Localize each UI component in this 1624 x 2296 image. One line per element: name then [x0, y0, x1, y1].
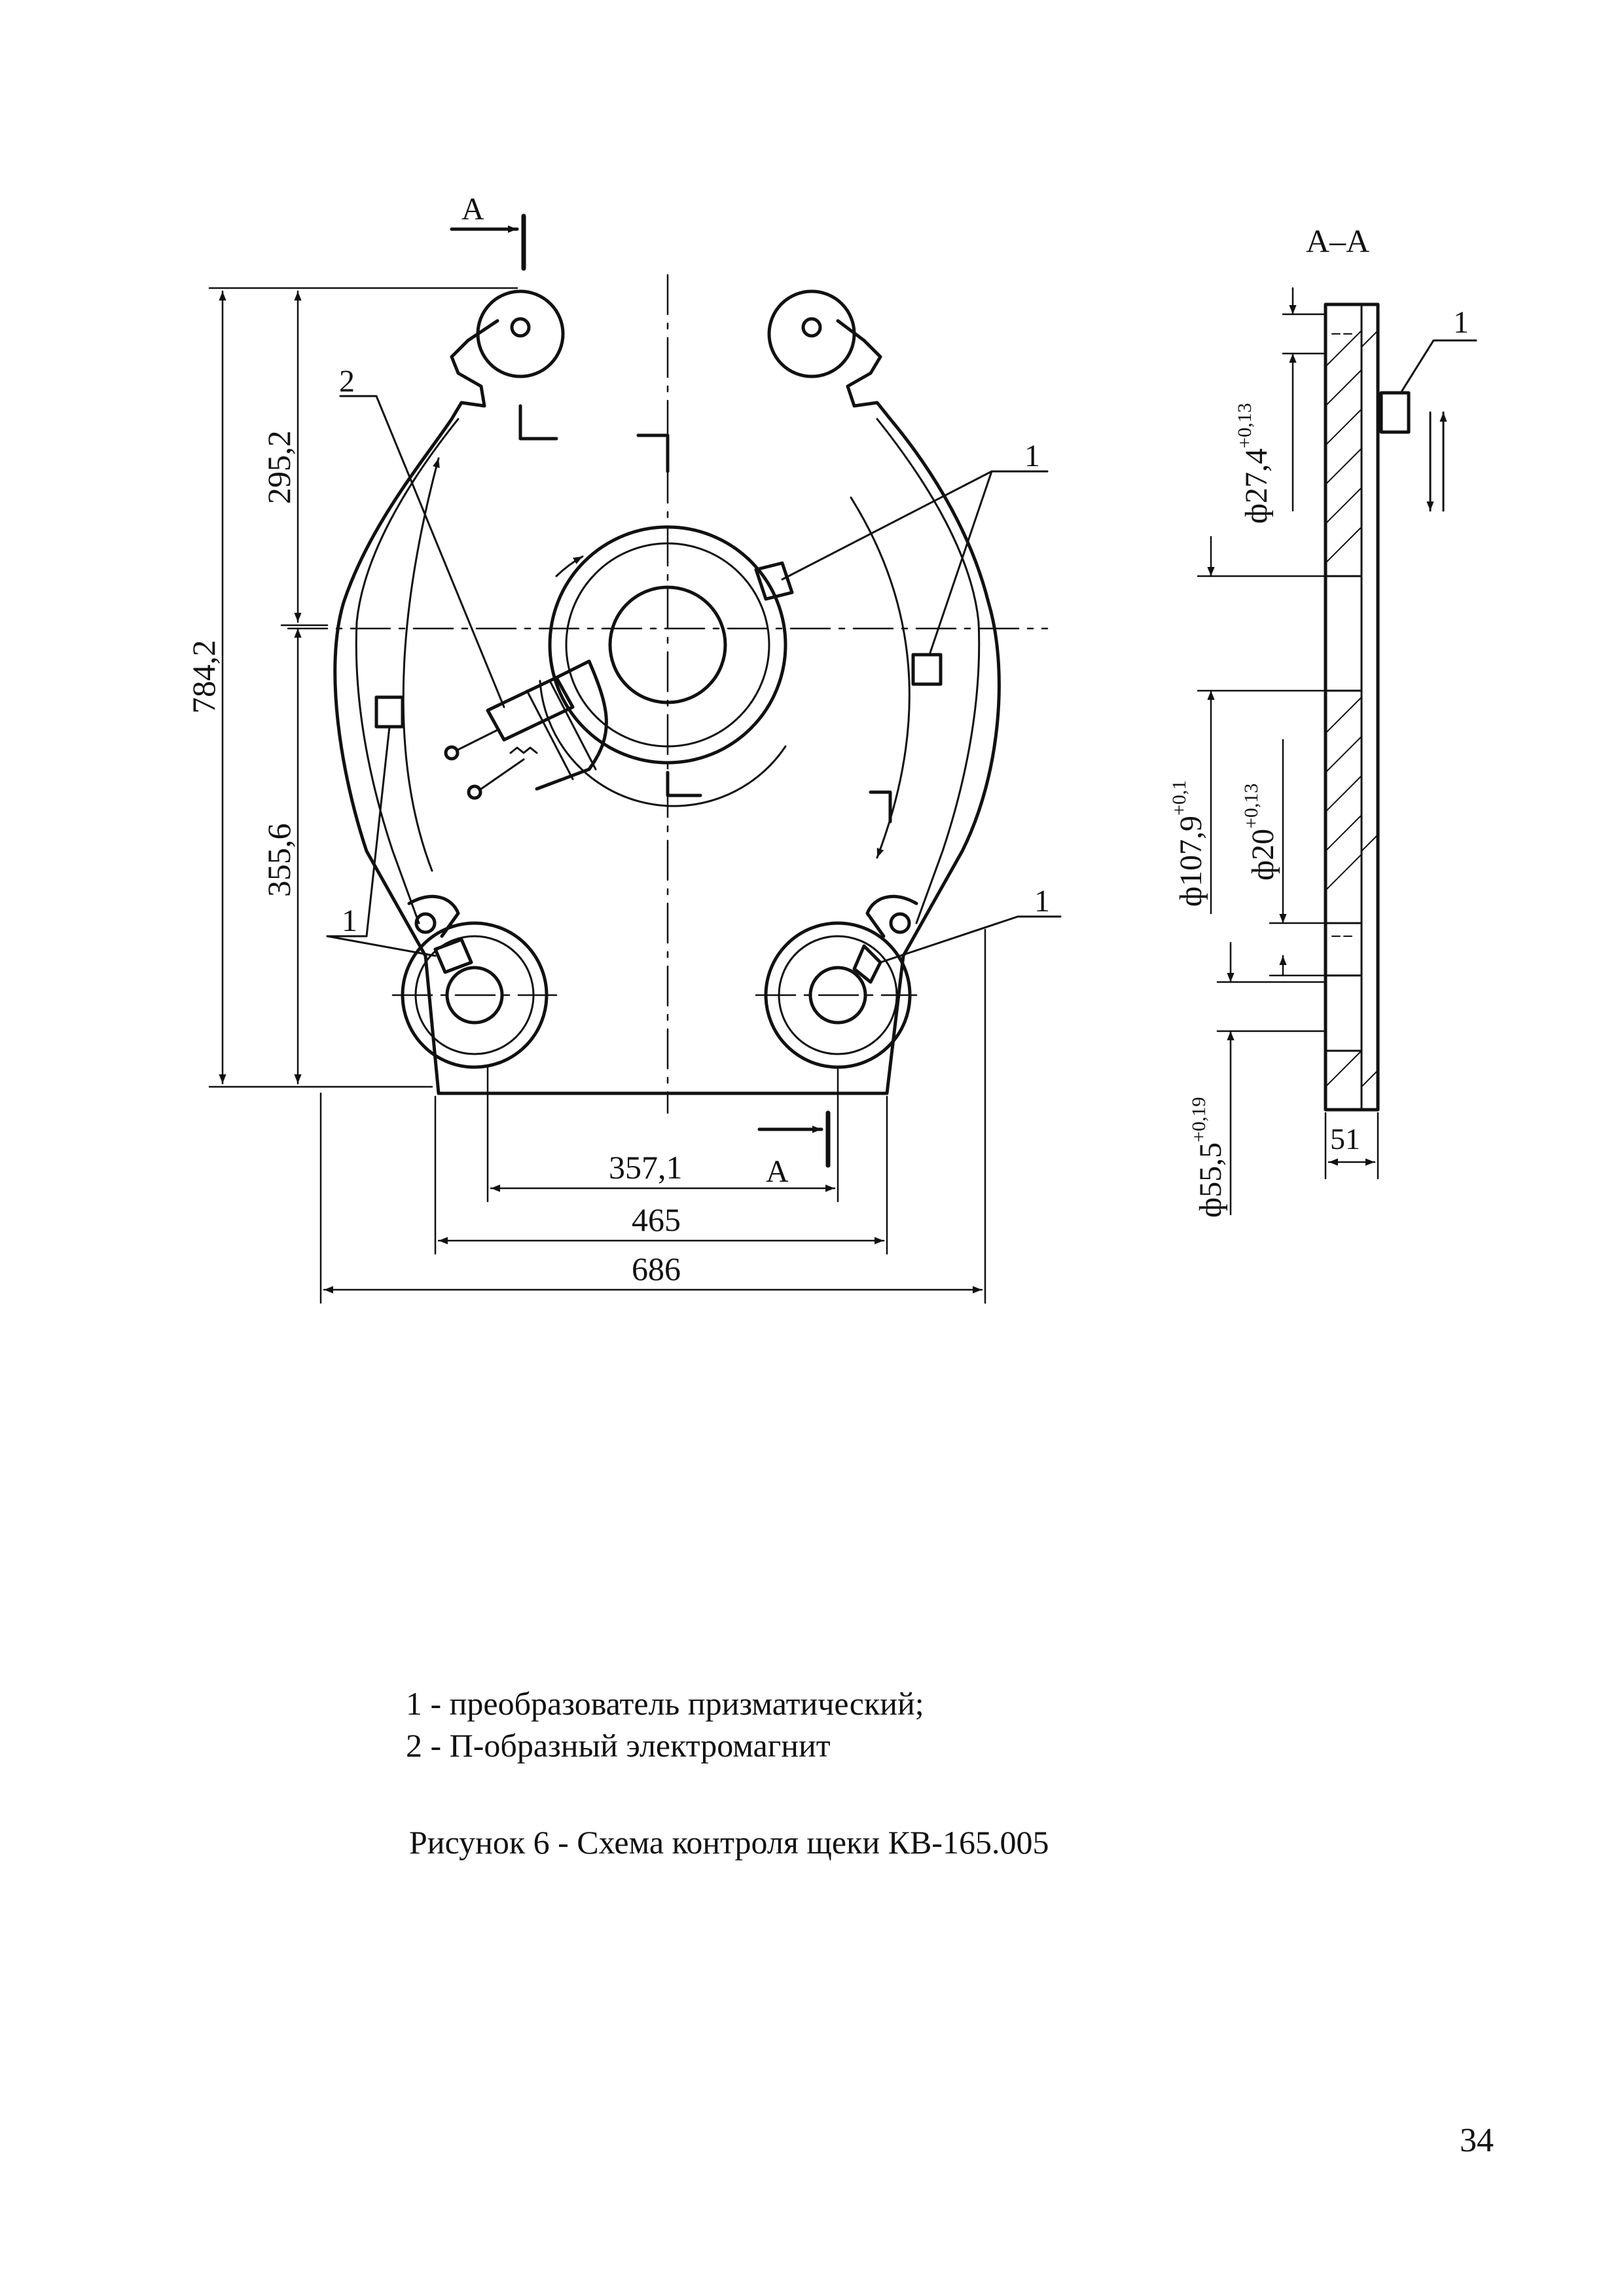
bottom-left-bore	[401, 894, 549, 1069]
dia-107-9-tol: +0,1	[1168, 780, 1190, 815]
dia-55-5-base: ф55,5	[1193, 1142, 1228, 1218]
dim-upper-height: 295,2	[261, 431, 297, 505]
dia-27-4-tol: +0,13	[1234, 403, 1255, 448]
page-number: 34	[1460, 2122, 1494, 2159]
dia-55-5: ф55,5+0,19	[1188, 1097, 1228, 1218]
svg-text:ф20+0,13: ф20+0,13	[1240, 783, 1280, 881]
dim-total-width: 686	[632, 1250, 681, 1287]
callout-transducer-right: 1	[1034, 884, 1050, 919]
dia-107-9-base: ф107,9	[1174, 816, 1208, 907]
dia-55-5-tol: +0,19	[1188, 1097, 1210, 1142]
cut-label-top: А	[461, 192, 484, 227]
motion-arrows	[402, 457, 911, 872]
legend-item-transducer: 1 - преобразователь призматический;	[406, 1685, 924, 1722]
figure-caption: Рисунок 6 - Схема контроля щеки КВ-165.0…	[409, 1824, 1049, 1861]
dia-20-tol: +0,13	[1240, 783, 1262, 828]
top-left-boss	[476, 289, 565, 378]
dimension-lines	[208, 287, 986, 1304]
u-electromagnet	[444, 659, 608, 800]
dia-20-base: ф20	[1246, 829, 1280, 881]
svg-text:ф55,5+0,19: ф55,5+0,19	[1188, 1097, 1228, 1218]
dim-bottom-width: 465	[632, 1201, 681, 1238]
bottom-right-bore	[764, 894, 918, 1069]
dia-20: ф20+0,13	[1240, 783, 1280, 881]
dim-thickness: 51	[1330, 1122, 1360, 1156]
transducer-sensors	[374, 561, 943, 984]
section-view	[1197, 287, 1477, 1216]
cut-plane-marks	[450, 213, 892, 1168]
cheek-outline	[333, 319, 1001, 1095]
top-right-boss	[767, 289, 856, 378]
svg-text:ф27,4+0,13: ф27,4+0,13	[1234, 403, 1274, 524]
callout-transducer-section: 1	[1453, 305, 1469, 340]
dia-27-4-base: ф27,4	[1239, 448, 1274, 524]
callout-electromagnet: 2	[339, 364, 355, 399]
legend-item-electromagnet: 2 - П-образный электромагнит	[406, 1727, 831, 1764]
dim-bottom-span-inner: 357,1	[609, 1149, 683, 1186]
dim-total-height: 784,2	[185, 640, 222, 714]
dia-107-9: ф107,9+0,1	[1168, 780, 1208, 907]
callout-transducer-top: 1	[1024, 439, 1040, 473]
center-lines	[287, 274, 1049, 1114]
cut-label-bottom: А	[766, 1154, 789, 1189]
dim-lower-height: 355,6	[261, 824, 297, 898]
leader-lines	[326, 395, 1062, 964]
dia-27-4: ф27,4+0,13	[1234, 403, 1274, 524]
callout-transducer-left: 1	[342, 903, 357, 938]
svg-text:ф107,9+0,1: ф107,9+0,1	[1168, 780, 1208, 907]
section-title: А–А	[1306, 223, 1369, 259]
